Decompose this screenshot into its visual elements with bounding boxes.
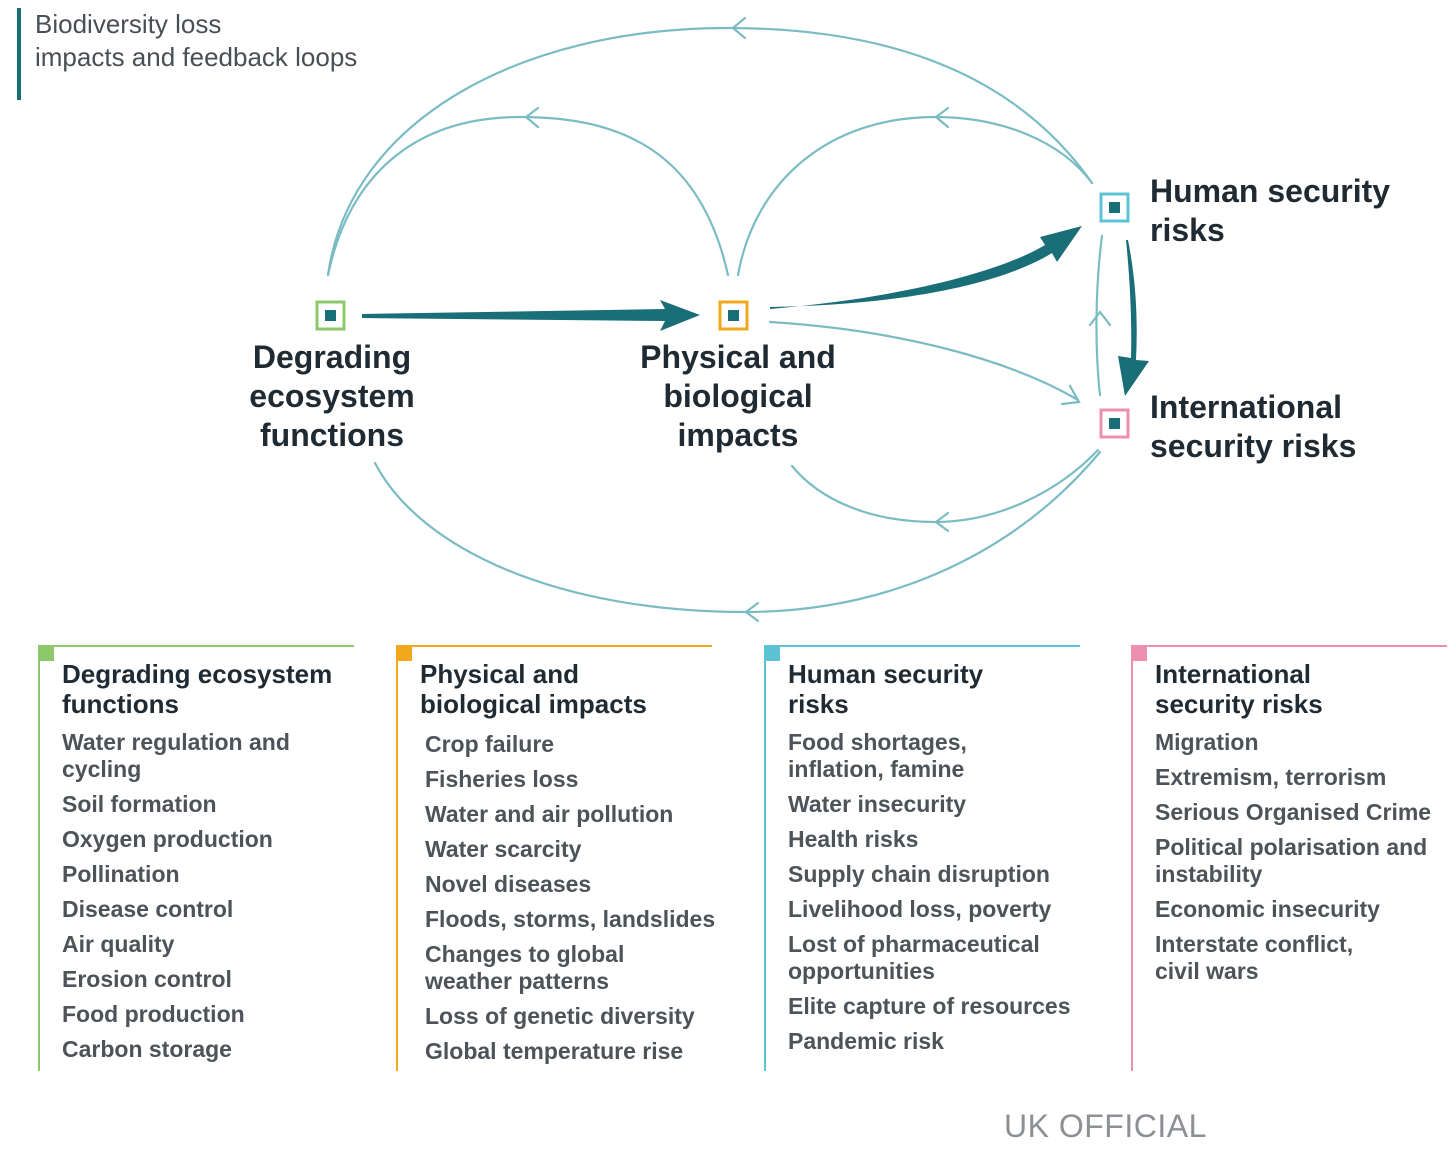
list-item: Migration [1155, 729, 1259, 755]
node-physical-marker [718, 300, 749, 331]
node-international-label: International security risks [1150, 389, 1357, 464]
list-item: Elite capture of resources [788, 993, 1071, 1019]
arrow-human-to-international [1118, 240, 1149, 396]
list-item: Oxygen production [62, 826, 273, 852]
list-item: Water scarcity [425, 836, 582, 862]
item-list: Crop failure Fisheries loss Water and ai… [425, 731, 715, 1073]
list-item: Supply chain disruption [788, 861, 1050, 887]
arrowhead-top-inner [524, 106, 540, 129]
list-item: Carbon storage [62, 1036, 232, 1062]
loop-human-to-physical [736, 115, 1094, 277]
list-item: Global temperature rise [425, 1038, 684, 1064]
arrowhead-bottom-inner [934, 511, 950, 533]
list-item: Food shortages,inflation, famine [788, 729, 967, 782]
list-item: Food production [62, 1001, 245, 1027]
list-item: Pollination [62, 861, 180, 887]
list-item: Water and air pollution [425, 801, 674, 827]
loop-international-to-physical [790, 448, 1100, 524]
feedback-loop-diagram [315, 16, 1149, 623]
list-item: Pandemic risk [788, 1028, 944, 1054]
list-item: Economic insecurity [1155, 896, 1380, 922]
arrowhead-up-to-human [1088, 310, 1112, 327]
diagram-title: Biodiversity loss impacts and feedback l… [17, 8, 357, 100]
loop-physical-to-degrading [326, 115, 730, 277]
arrow-physical-to-human [770, 226, 1082, 309]
item-list: Migration Extremism, terrorism Serious O… [1155, 729, 1431, 993]
arrow-degrading-to-physical [362, 300, 700, 331]
list-item: Erosion control [62, 966, 232, 992]
loop-international-to-degrading-outer [373, 450, 1102, 614]
list-item: Health risks [788, 826, 919, 852]
title-line-1: Biodiversity loss [35, 9, 222, 39]
item-list: Food shortages,inflation, famine Water i… [788, 729, 1071, 1063]
link-physical-to-international [768, 320, 1080, 402]
node-human-label: Human security risks [1150, 173, 1391, 248]
node-degrading-marker [315, 300, 346, 331]
list-item: Disease control [62, 896, 234, 922]
list-item: Serious Organised Crime [1155, 799, 1432, 825]
list-item: Fisheries loss [425, 766, 579, 792]
node-physical-label: Physical and biological impacts [640, 339, 836, 453]
node-degrading-label: Degrading ecosystem functions [249, 339, 415, 453]
list-item: Crop failure [425, 731, 555, 757]
node-human-marker [1099, 192, 1130, 223]
list-item: Extremism, terrorism [1155, 764, 1387, 790]
arrowhead-top-outer [731, 16, 747, 40]
arrowhead-bottom-outer [744, 601, 760, 623]
list-item: Water insecurity [788, 791, 967, 817]
list-item: Novel diseases [425, 871, 592, 897]
list-item: Air quality [62, 931, 175, 957]
list-item: Loss of genetic diversity [425, 1003, 695, 1029]
arrowhead-to-international [1060, 384, 1081, 406]
list-item: Soil formation [62, 791, 217, 817]
loop-human-to-degrading-outer [326, 26, 1094, 277]
arrowhead-top-right [934, 106, 950, 129]
title-line-2: impacts and feedback loops [35, 42, 358, 72]
list-item: Floods, storms, landslides [425, 906, 716, 932]
list-item: Livelihood loss, poverty [788, 896, 1052, 922]
classification-label: UK OFFICIAL [1004, 1108, 1207, 1144]
node-international-marker [1099, 408, 1130, 439]
link-international-to-human [1095, 234, 1104, 397]
list-item: Interstate conflict,civil wars [1155, 931, 1354, 984]
